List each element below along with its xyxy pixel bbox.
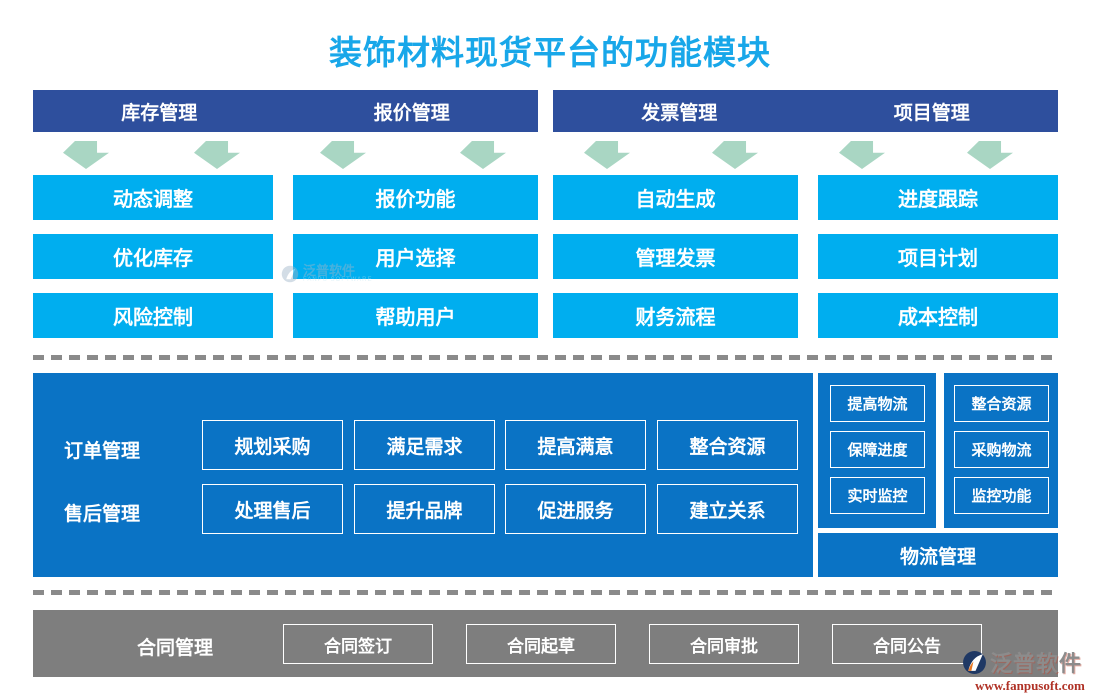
module-box-manage-invoice: 管理发票 (553, 234, 798, 279)
module-box-purchase-logistics: 采购物流 (954, 431, 1049, 468)
logistics-subpanel-left (818, 373, 936, 528)
dashed-divider-bottom (33, 590, 1058, 595)
module-box-contract-approval: 合同审批 (649, 624, 799, 664)
module-box-auto-generate: 自动生成 (553, 175, 798, 220)
page-title: 装饰材料现货平台的功能模块 (329, 34, 771, 71)
module-box-contract-signing: 合同签订 (283, 624, 433, 664)
module-box-raise-satisfaction: 提高满意 (505, 420, 646, 470)
brand-name: 泛普软件 (990, 651, 1083, 676)
module-box-quote-function: 报价功能 (293, 175, 538, 220)
down-arrow-icon (194, 141, 240, 169)
group-header-inventory: 库存管理 (121, 102, 198, 124)
module-box-dynamic-adjust: 动态调整 (33, 175, 273, 220)
module-box-optimize-stock: 优化库存 (33, 234, 273, 279)
module-box-help-user: 帮助用户 (293, 293, 538, 338)
module-box-guarantee-progress: 保障进度 (830, 431, 925, 468)
header-bar-right: 发票管理 项目管理 (553, 90, 1058, 132)
down-arrow-icon (967, 141, 1013, 169)
module-box-promote-service: 促进服务 (505, 484, 646, 534)
down-arrow-icon (460, 141, 506, 169)
module-box-improve-logistics: 提高物流 (830, 385, 925, 422)
down-arrow-icon (712, 141, 758, 169)
module-box-contract-notice: 合同公告 (832, 624, 982, 664)
aftersale-row-label: 售后管理 (64, 504, 141, 525)
contract-bar (33, 610, 1058, 677)
module-box-cost-control: 成本控制 (818, 293, 1058, 338)
contract-row-label: 合同管理 (136, 638, 213, 659)
module-box-integrate-resources-2: 整合资源 (954, 385, 1049, 422)
module-box-progress-track: 进度跟踪 (818, 175, 1058, 220)
dashed-divider-top (33, 355, 1058, 360)
module-box-integrate-resources: 整合资源 (657, 420, 798, 470)
group-header-project: 项目管理 (893, 102, 970, 124)
group-header-invoice: 发票管理 (641, 102, 718, 124)
module-box-risk-control: 风险控制 (33, 293, 273, 338)
module-box-project-plan: 项目计划 (818, 234, 1058, 279)
module-box-meet-demand: 满足需求 (354, 420, 495, 470)
header-bar-left: 库存管理 报价管理 (33, 90, 538, 132)
module-box-user-select: 用户选择 (293, 234, 538, 279)
logistics-management-bar: 物流管理 (818, 533, 1058, 577)
brand-logo: 泛普软件 www.fanpusoft.com (962, 646, 1098, 694)
module-box-finance-flow: 财务流程 (553, 293, 798, 338)
down-arrow-icon (320, 141, 366, 169)
fanpu-logo-icon (963, 650, 986, 674)
module-box-monitor-function: 监控功能 (954, 477, 1049, 514)
module-box-handle-aftersale: 处理售后 (202, 484, 343, 534)
brand-url: www.fanpusoft.com (975, 678, 1085, 693)
group-header-quotation: 报价管理 (373, 102, 450, 124)
module-box-boost-brand: 提升品牌 (354, 484, 495, 534)
orders-row-label: 订单管理 (64, 441, 141, 462)
module-box-realtime-monitor: 实时监控 (830, 477, 925, 514)
module-box-contract-drafting: 合同起草 (466, 624, 616, 664)
down-arrow-icon (584, 141, 630, 169)
module-box-plan-purchase: 规划采购 (202, 420, 343, 470)
down-arrow-icon (839, 141, 885, 169)
logistics-subpanel-right (944, 373, 1058, 528)
module-box-build-relations: 建立关系 (657, 484, 798, 534)
down-arrow-icon (63, 141, 109, 169)
orders-aftersale-panel (33, 373, 813, 577)
